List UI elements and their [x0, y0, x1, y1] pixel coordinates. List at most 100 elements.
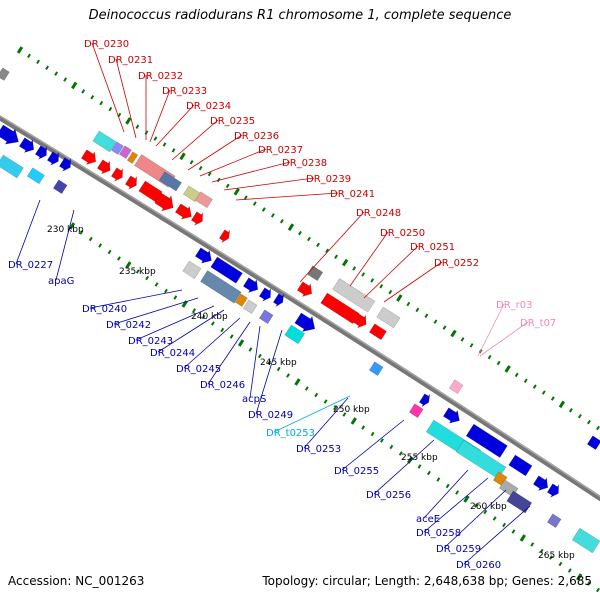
gene-glyph: [96, 159, 111, 175]
outer-tick: [433, 319, 438, 324]
backbone-highlight: [0, 115, 600, 498]
tick-label: 260 kbp: [470, 502, 507, 512]
inner-tick: [350, 417, 357, 425]
gene-glyph: [118, 145, 132, 159]
inner-tick: [427, 470, 431, 476]
gene-glyph: [234, 293, 248, 307]
outer-tick: [587, 419, 591, 425]
gene-glyph: [546, 513, 562, 528]
leader-line: [423, 477, 489, 533]
gene-label: DR_0235: [210, 116, 255, 127]
inner-tick: [145, 275, 150, 281]
outer-tick: [442, 325, 447, 330]
outer-tick: [596, 425, 600, 431]
outer-tick: [450, 329, 457, 338]
inner-tick: [286, 373, 290, 378]
outer-tick: [71, 81, 78, 90]
leader-line: [91, 42, 125, 133]
outer-tick: [243, 195, 248, 200]
gene-features: [0, 67, 600, 554]
gene-label: DR_0238: [282, 158, 327, 169]
outer-tick: [523, 378, 528, 383]
gene-glyph: [52, 179, 68, 194]
outer-tick: [153, 136, 158, 141]
inner-tick: [361, 425, 366, 430]
inner-tick: [389, 444, 394, 450]
inner-tick: [210, 321, 215, 326]
inner-tick: [483, 509, 488, 515]
gene-glyph: [532, 475, 549, 491]
leader-line: [157, 309, 225, 353]
gene-label: DR_0251: [410, 242, 455, 253]
inner-tick: [314, 392, 319, 398]
gene-label: DR_0236: [234, 131, 279, 142]
gene-label: DR_0234: [186, 101, 231, 112]
inner-tick: [492, 516, 497, 521]
gene-glyph: [26, 167, 45, 185]
leader-line: [363, 245, 419, 299]
topology-text: Topology: circular; Length: 2,648,638 bp…: [262, 574, 592, 588]
inner-tick: [576, 573, 583, 581]
inner-tick: [558, 561, 563, 567]
inner-tick: [417, 464, 422, 469]
gene-glyph: [194, 247, 212, 264]
gene-label: DR_0256: [366, 490, 411, 501]
outer-tick: [325, 248, 329, 254]
outer-tick: [63, 77, 68, 82]
tick-label: 245 kbp: [260, 358, 297, 368]
outer-tick: [406, 301, 411, 307]
gene-label: DR_0231: [108, 55, 153, 66]
outer-tick: [316, 242, 320, 248]
gene-glyph: [0, 154, 24, 179]
genome-backbone: [0, 115, 600, 502]
outer-tick: [541, 390, 546, 395]
outer-tick: [496, 360, 501, 366]
outer-tick: [36, 59, 40, 65]
leader-line: [89, 289, 183, 309]
gene-label: DR_0241: [330, 189, 375, 200]
outer-tick: [341, 258, 349, 267]
gene-label: DR_0233: [162, 86, 207, 97]
leader-line: [341, 419, 405, 471]
gene-label: DR_0237: [258, 145, 303, 156]
leader-line: [479, 321, 529, 357]
gene-glyph: [18, 137, 35, 153]
inner-tick: [530, 542, 535, 547]
inner-tick: [463, 495, 470, 503]
leader-line: [135, 305, 215, 341]
gene-label: apaG: [48, 276, 74, 287]
gene-glyph: [126, 151, 139, 164]
gene-label: DR_t0253: [266, 428, 315, 439]
outer-tick: [578, 413, 582, 419]
inner-tick: [502, 522, 506, 528]
outer-tick: [352, 266, 357, 271]
outer-tick: [388, 289, 393, 295]
inner-tick: [342, 412, 347, 417]
gene-glyph: [296, 281, 313, 297]
outer-tick: [108, 106, 113, 112]
outer-tick: [270, 213, 275, 218]
gene-glyph: [376, 306, 401, 329]
outer-tick: [189, 159, 194, 165]
inner-tick: [107, 249, 112, 255]
gene-label: DR_0227: [8, 260, 53, 271]
gene-label: acpS: [242, 394, 266, 405]
inner-tick: [370, 431, 375, 437]
gene-glyph: [242, 299, 258, 314]
inner-tick: [596, 587, 600, 593]
inner-tick: [276, 366, 281, 372]
inner-tick: [445, 483, 450, 489]
gene-glyph: [0, 67, 10, 81]
inner-tick: [294, 378, 301, 386]
inner-tick: [220, 327, 225, 333]
backbone-line: [0, 115, 600, 502]
outer-tick: [16, 46, 24, 54]
inner-tick: [519, 534, 527, 542]
gene-label: DR_0239: [306, 174, 351, 185]
inner-tick: [304, 386, 309, 391]
leader-line: [113, 297, 199, 325]
inner-tick: [181, 300, 188, 308]
gene-glyph: [506, 490, 533, 514]
leader-line: [235, 192, 339, 201]
